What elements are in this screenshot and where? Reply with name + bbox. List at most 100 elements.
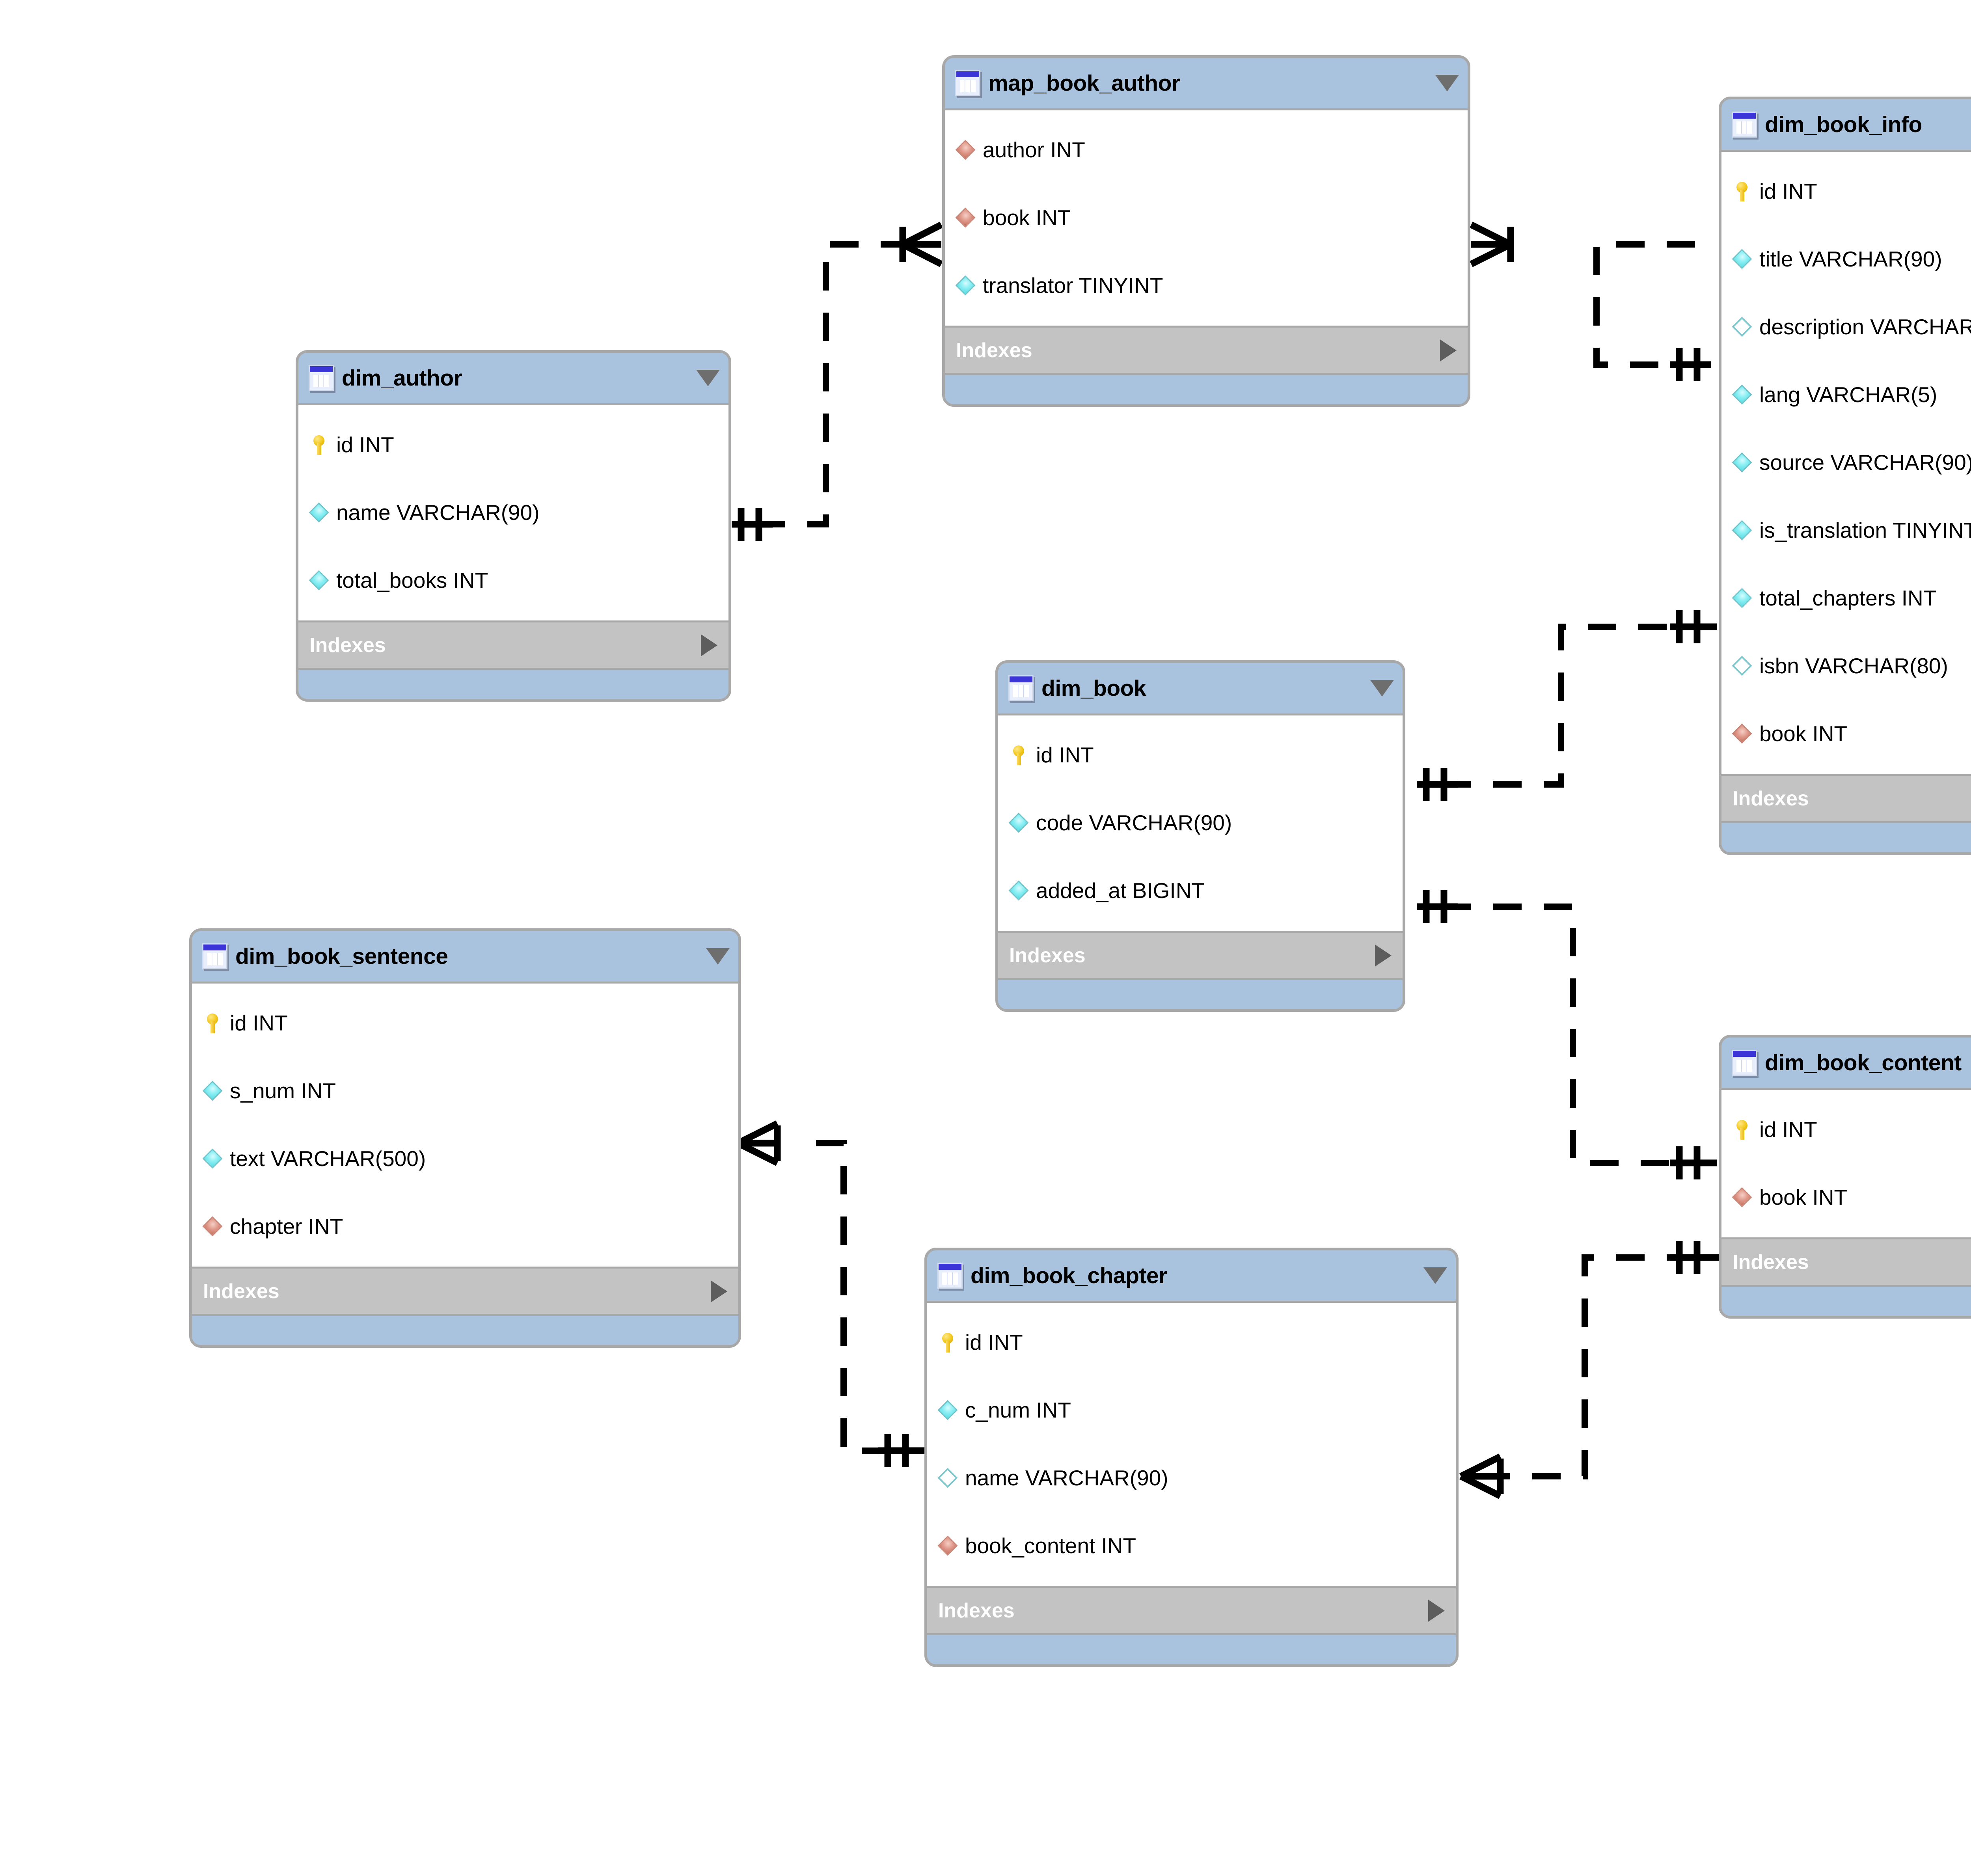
- table-footer: [298, 668, 728, 699]
- chevron-right-icon[interactable]: [1375, 944, 1392, 967]
- red-diamond-icon: [202, 1216, 223, 1237]
- link-dim-author-map-book-author: [757, 241, 903, 527]
- indexes-section-dim_author[interactable]: Indexes: [298, 620, 728, 668]
- column-label: id INT: [965, 1330, 1023, 1354]
- filled-diamond-icon: [1008, 880, 1029, 901]
- filled-diamond-icon: [937, 1400, 958, 1420]
- chevron-down-icon[interactable]: [696, 370, 720, 386]
- filled-diamond-icon: [309, 502, 329, 523]
- indexes-section-dim_book_info[interactable]: Indexes: [1721, 774, 1971, 821]
- column-row[interactable]: chapter INT: [192, 1192, 738, 1260]
- column-row[interactable]: name VARCHAR(90): [927, 1444, 1456, 1512]
- table-columns-dim_book_content: id INT book INT: [1721, 1088, 1971, 1237]
- chevron-right-icon[interactable]: [711, 1280, 727, 1302]
- filled-diamond-icon: [1008, 812, 1029, 833]
- filled-diamond-icon: [202, 1081, 223, 1101]
- indexes-label: Indexes: [1733, 1250, 1809, 1274]
- indexes-section-dim_book_content[interactable]: Indexes: [1721, 1237, 1971, 1285]
- table-icon: [1732, 112, 1757, 138]
- cardinality-one-dim-book-content-id: [1670, 1146, 1717, 1179]
- column-label: book INT: [1759, 1185, 1848, 1209]
- column-row[interactable]: book INT: [1721, 700, 1971, 768]
- column-row[interactable]: description VARCHAR(200): [1721, 293, 1971, 361]
- cardinality-many-map-book-author-author: [899, 222, 943, 267]
- table-header-dim_book[interactable]: dim_book: [998, 663, 1403, 714]
- column-label: code VARCHAR(90): [1036, 810, 1232, 835]
- table-header-dim_author[interactable]: dim_author: [298, 353, 728, 403]
- table-icon: [1008, 675, 1034, 701]
- column-label: chapter INT: [230, 1214, 343, 1239]
- chevron-right-icon[interactable]: [701, 634, 717, 656]
- table-header-dim_book_info[interactable]: dim_book_info: [1721, 99, 1971, 150]
- indexes-label: Indexes: [938, 1599, 1015, 1622]
- table-header-dim_book_sentence[interactable]: dim_book_sentence: [192, 931, 738, 982]
- hollow-diamond-icon: [937, 1468, 958, 1488]
- column-row[interactable]: id INT: [998, 721, 1403, 789]
- column-row[interactable]: c_num INT: [927, 1376, 1456, 1444]
- column-label: book_content INT: [965, 1533, 1136, 1558]
- table-header-map_book_author[interactable]: map_book_author: [945, 58, 1468, 108]
- column-row[interactable]: s_num INT: [192, 1057, 738, 1125]
- indexes-section-dim_book_sentence[interactable]: Indexes: [192, 1267, 738, 1314]
- column-row[interactable]: source VARCHAR(90): [1721, 428, 1971, 496]
- table-footer: [945, 373, 1468, 404]
- chevron-right-icon[interactable]: [1428, 1599, 1445, 1622]
- column-row[interactable]: id INT: [1721, 157, 1971, 225]
- link-dim-book-content-dim-book-chapter: [1482, 1254, 1695, 1479]
- column-row[interactable]: total_chapters INT: [1721, 564, 1971, 632]
- indexes-section-map_book_author[interactable]: Indexes: [945, 326, 1468, 373]
- column-label: author INT: [983, 137, 1085, 162]
- column-row[interactable]: title VARCHAR(90): [1721, 225, 1971, 293]
- column-label: id INT: [1759, 1117, 1817, 1142]
- column-label: name VARCHAR(90): [965, 1465, 1168, 1490]
- column-row[interactable]: translator TINYINT: [945, 251, 1468, 319]
- table-columns-dim_book: id INT code VARCHAR(90) added_at BIGINT: [998, 714, 1403, 931]
- filled-diamond-icon: [1732, 452, 1752, 473]
- indexes-section-dim_book_chapter[interactable]: Indexes: [927, 1586, 1456, 1633]
- table-header-dim_book_chapter[interactable]: dim_book_chapter: [927, 1250, 1456, 1301]
- chevron-down-icon[interactable]: [1370, 680, 1394, 697]
- column-row[interactable]: text VARCHAR(500): [192, 1125, 738, 1192]
- column-row[interactable]: id INT: [1721, 1095, 1971, 1163]
- column-label: translator TINYINT: [983, 273, 1163, 298]
- column-row[interactable]: book_content INT: [927, 1512, 1456, 1580]
- table-header-dim_book_content[interactable]: dim_book_content: [1721, 1038, 1971, 1088]
- hollow-diamond-icon: [1732, 656, 1752, 676]
- key-icon: [1732, 181, 1752, 201]
- table-name: dim_book_info: [1765, 112, 1922, 137]
- table-columns-dim_book_chapter: id INT c_num INT name VARCHAR(90) book_cont…: [927, 1301, 1456, 1586]
- column-row[interactable]: isbn VARCHAR(80): [1721, 632, 1971, 700]
- column-row[interactable]: id INT: [192, 989, 738, 1057]
- chevron-down-icon[interactable]: [1423, 1267, 1447, 1284]
- column-row[interactable]: book INT: [1721, 1163, 1971, 1231]
- column-row[interactable]: id INT: [298, 411, 728, 479]
- column-row[interactable]: author INT: [945, 116, 1468, 184]
- column-row[interactable]: total_books INT: [298, 546, 728, 614]
- column-row[interactable]: code VARCHAR(90): [998, 789, 1403, 857]
- chevron-down-icon[interactable]: [1435, 75, 1459, 91]
- column-row[interactable]: added_at BIGINT: [998, 857, 1403, 924]
- chevron-down-icon[interactable]: [706, 948, 730, 965]
- column-row[interactable]: name VARCHAR(90): [298, 479, 728, 546]
- link-dim-book-info-map-book-author: [1593, 241, 1695, 368]
- filled-diamond-icon: [202, 1148, 223, 1169]
- column-label: is_translation TINYINT: [1759, 518, 1971, 542]
- column-row[interactable]: id INT: [927, 1308, 1456, 1376]
- column-row[interactable]: book INT: [945, 184, 1468, 251]
- chevron-right-icon[interactable]: [1440, 339, 1457, 361]
- table-icon: [937, 1263, 963, 1289]
- indexes-section-dim_book[interactable]: Indexes: [998, 931, 1403, 978]
- column-label: total_books INT: [336, 568, 488, 592]
- column-row[interactable]: lang VARCHAR(5): [1721, 361, 1971, 428]
- key-icon: [1008, 745, 1029, 765]
- column-row[interactable]: is_translation TINYINT: [1721, 496, 1971, 564]
